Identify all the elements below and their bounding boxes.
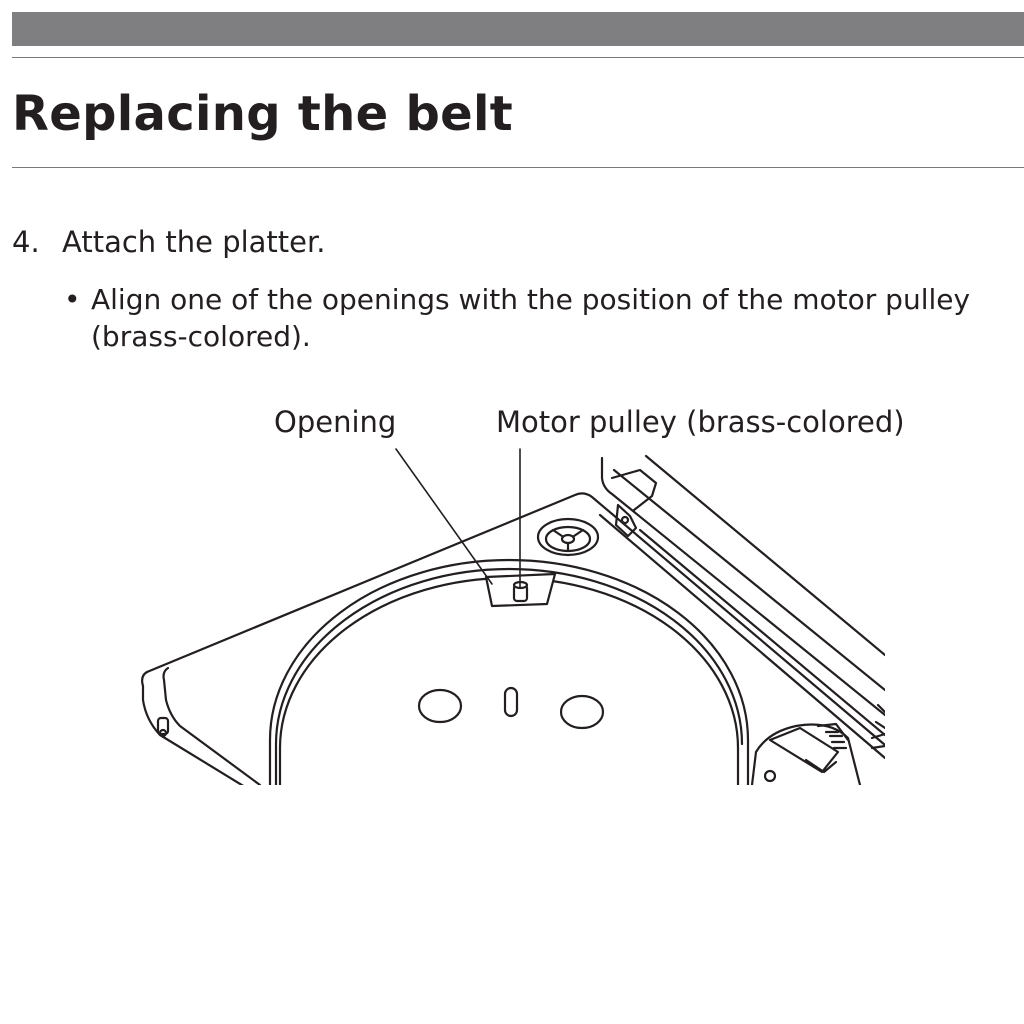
dust-cover-hinge — [600, 454, 885, 737]
adapter-holder — [536, 517, 600, 557]
bullet-item: • Align one of the openings with the pos… — [64, 281, 1014, 355]
label-motor-pulley: Motor pulley (brass-colored) — [496, 405, 905, 439]
leader-lines — [395, 448, 521, 589]
bullet-mark: • — [64, 283, 81, 316]
turntable-base — [141, 492, 885, 785]
turntable-illustration — [141, 448, 885, 785]
bullet-text: Align one of the openings with the posit… — [91, 283, 971, 353]
tonearm-base — [750, 722, 885, 785]
page-title: Replacing the belt — [12, 86, 513, 142]
step-number: 4. — [12, 225, 40, 259]
label-opening: Opening — [274, 405, 397, 439]
platter-holes — [417, 686, 605, 730]
title-divider — [12, 167, 1024, 168]
step-heading: 4. Attach the platter. — [12, 223, 326, 261]
header-divider — [12, 57, 1024, 58]
header-bar — [12, 12, 1024, 46]
step-text: Attach the platter. — [62, 225, 326, 259]
